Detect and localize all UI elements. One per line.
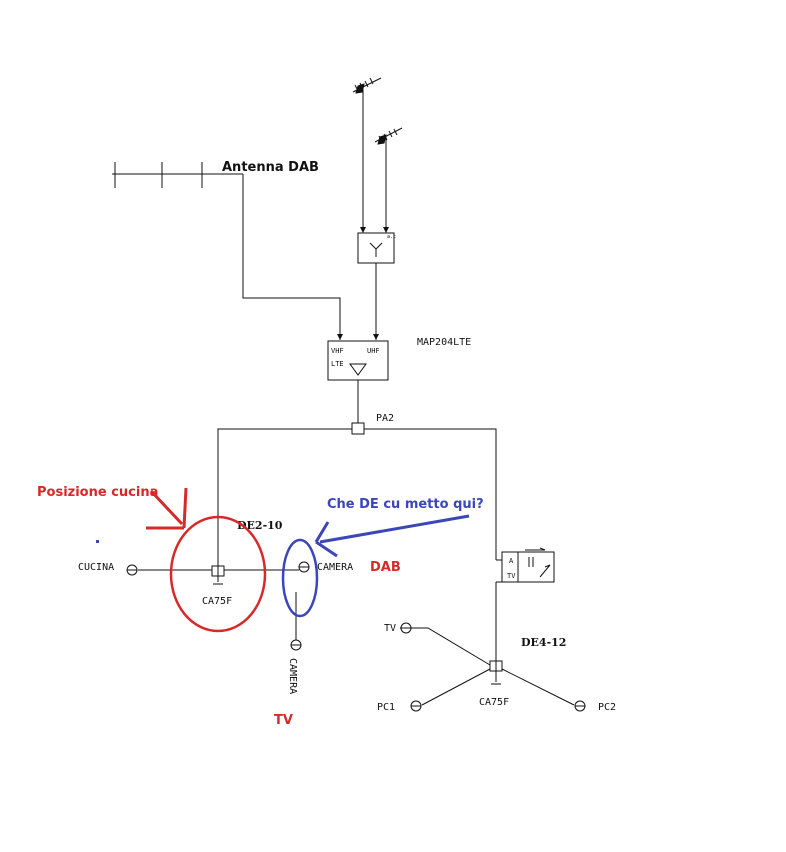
blue-ellipse-annotation	[281, 538, 319, 618]
arrow-heads-into-combiner	[360, 227, 389, 233]
pc1-label: PC1	[377, 702, 395, 713]
outlet-camera-right	[298, 561, 310, 573]
red-circle-annotation	[169, 515, 267, 633]
dab-antenna	[112, 162, 341, 340]
arrow-head-uhf	[373, 334, 379, 340]
che-de-annotation: Che DE cu metto qui?	[327, 497, 484, 512]
outlet-camera-vertical	[290, 592, 302, 651]
combiner-box: a.c	[357, 232, 396, 264]
switch-tv-label: TV	[507, 572, 516, 580]
uhf-antenna-2	[374, 127, 403, 232]
outlet-pc1	[410, 700, 422, 712]
dab-annotation: DAB	[370, 560, 401, 575]
red-arrow-icon	[146, 487, 188, 530]
de4-12-label: DE4-12	[521, 636, 566, 649]
derivator-de4-12	[400, 627, 575, 706]
antenna-dab-label: Antenna DAB	[222, 160, 319, 175]
uhf-antenna-1	[352, 77, 382, 232]
tv-outlet-label: TV	[384, 623, 396, 634]
outlet-pc2	[574, 700, 586, 712]
map204lte-label: MAP204LTE	[417, 337, 471, 348]
camera-right-label: CAMERA	[317, 562, 353, 573]
ca75f-left-label: CA75F	[202, 596, 232, 607]
split-lines	[217, 428, 497, 661]
cucina-label: CUCINA	[78, 562, 114, 573]
ca75f-right-label: CA75F	[479, 697, 509, 708]
arrow-head-vhf	[337, 334, 343, 340]
switch-a-label: A	[509, 557, 514, 565]
de2-10-label: DE2-10	[237, 519, 283, 532]
switch-box	[496, 547, 555, 583]
outlet-cucina	[126, 564, 138, 576]
outlet-tv	[400, 622, 412, 634]
blue-dot	[96, 540, 99, 543]
blue-arrow-icon	[314, 514, 470, 558]
splitter-pa2	[351, 422, 365, 435]
camera-vertical-label: CAMERA	[287, 658, 298, 694]
pa2-label: PA2	[376, 413, 394, 424]
svg-text:a.c: a.c	[387, 234, 396, 240]
amplifier-map204lte	[327, 340, 389, 381]
posizione-cucina-annotation: Posizione cucina	[37, 485, 158, 500]
tv-annotation: TV	[274, 713, 293, 728]
amp-vhf-label: VHF	[331, 347, 344, 355]
pc2-label: PC2	[598, 702, 616, 713]
amp-uhf-label: UHF	[367, 347, 380, 355]
derivator-de2-10	[138, 565, 299, 585]
amp-lte-label: LTE	[331, 360, 344, 368]
